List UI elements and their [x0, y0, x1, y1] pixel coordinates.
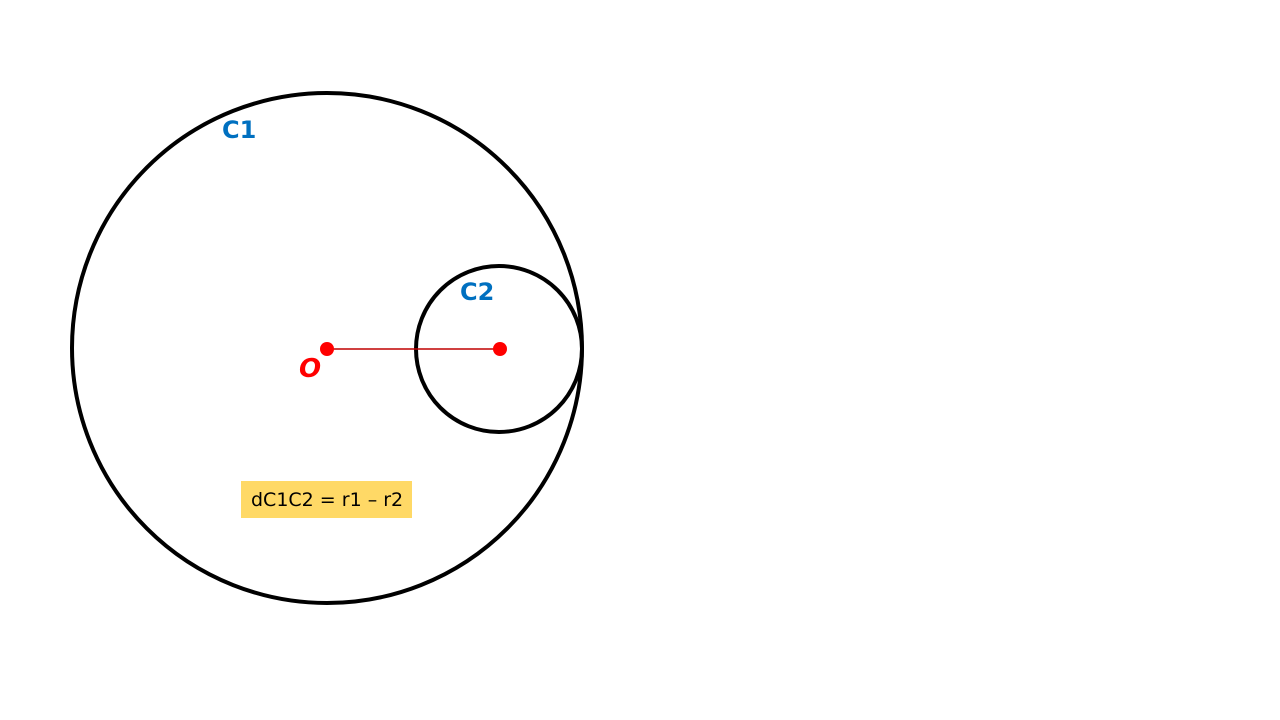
formula-box [241, 481, 412, 518]
circle-c2-label: C2 [460, 278, 494, 306]
circle-c1-label: C1 [222, 116, 256, 144]
center-point-c2 [493, 342, 507, 356]
center-label: O [299, 354, 321, 384]
center-point-c1 [320, 342, 334, 356]
formula-text: dC1C2 = r1 – r2 [251, 489, 403, 511]
